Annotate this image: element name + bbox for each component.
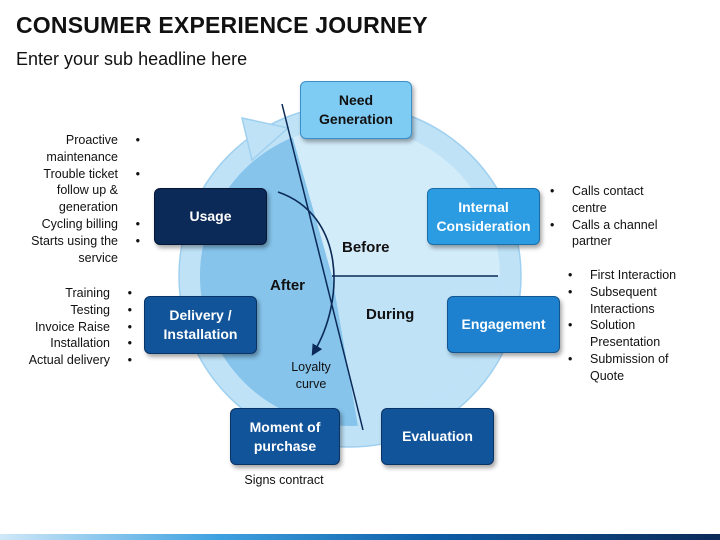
engagement-label: Engagement (461, 316, 546, 332)
note-item: Solution Presentation (568, 317, 698, 351)
need-generation-label: Need Generation (319, 92, 393, 127)
loyalty-curve-label: Loyalty curve (291, 360, 331, 391)
note-item: First Interaction (568, 267, 698, 284)
note-item: Calls contact centre (550, 183, 680, 217)
usage-notes: Proactive maintenance Trouble ticket fol… (20, 132, 140, 266)
usage-label: Usage (189, 208, 232, 224)
note-item: Invoice Raise (10, 319, 132, 336)
internal-consideration-notes: Calls contact centre Calls a channel par… (550, 183, 680, 250)
note-item: Installation (10, 335, 132, 352)
note-item: Training (10, 285, 132, 302)
delivery-installation-label: Delivery / Installation (163, 307, 238, 342)
note-item: Starts using the service (20, 233, 140, 267)
need-generation-box[interactable]: Need Generation (300, 81, 412, 139)
internal-consideration-label: Internal Consideration (436, 198, 531, 234)
note-item: Proactive maintenance (20, 132, 140, 166)
moment-of-purchase-note: Signs contract (244, 473, 324, 487)
note-item: Cycling billing (20, 216, 140, 233)
delivery-installation-notes: Training Testing Invoice Raise Installat… (10, 285, 132, 369)
evaluation-label: Evaluation (402, 428, 473, 444)
ring-arrow-head (240, 117, 290, 162)
note-item: Submission of Quote (568, 351, 698, 385)
note-item: Trouble ticket follow up & generation (20, 166, 140, 216)
internal-consideration-box[interactable]: Internal Consideration (427, 188, 540, 245)
divider-line-main (281, 103, 364, 431)
note-item: Actual delivery (10, 352, 132, 369)
note-item: Subsequent Interactions (568, 284, 698, 318)
moment-of-purchase-label: Moment of purchase (249, 418, 321, 454)
footer-gradient-bar (0, 534, 720, 540)
usage-box[interactable]: Usage (154, 188, 267, 245)
page-subtitle: Enter your sub headline here (16, 49, 248, 69)
engagement-box[interactable]: Engagement (447, 296, 560, 353)
evaluation-box[interactable]: Evaluation (381, 408, 494, 465)
phase-during-label: During (366, 306, 415, 323)
phase-before-label: Before (342, 239, 390, 256)
delivery-installation-box[interactable]: Delivery / Installation (144, 296, 257, 354)
phase-after-label: After (270, 277, 306, 294)
loyalty-curve-arrow (277, 191, 335, 356)
note-item: Calls a channel partner (550, 217, 680, 251)
engagement-notes: First Interaction Subsequent Interaction… (568, 267, 698, 385)
page-title: CONSUMER EXPERIENCE JOURNEY (16, 12, 428, 38)
moment-of-purchase-box[interactable]: Moment of purchase (230, 408, 340, 465)
note-item: Testing (10, 302, 132, 319)
